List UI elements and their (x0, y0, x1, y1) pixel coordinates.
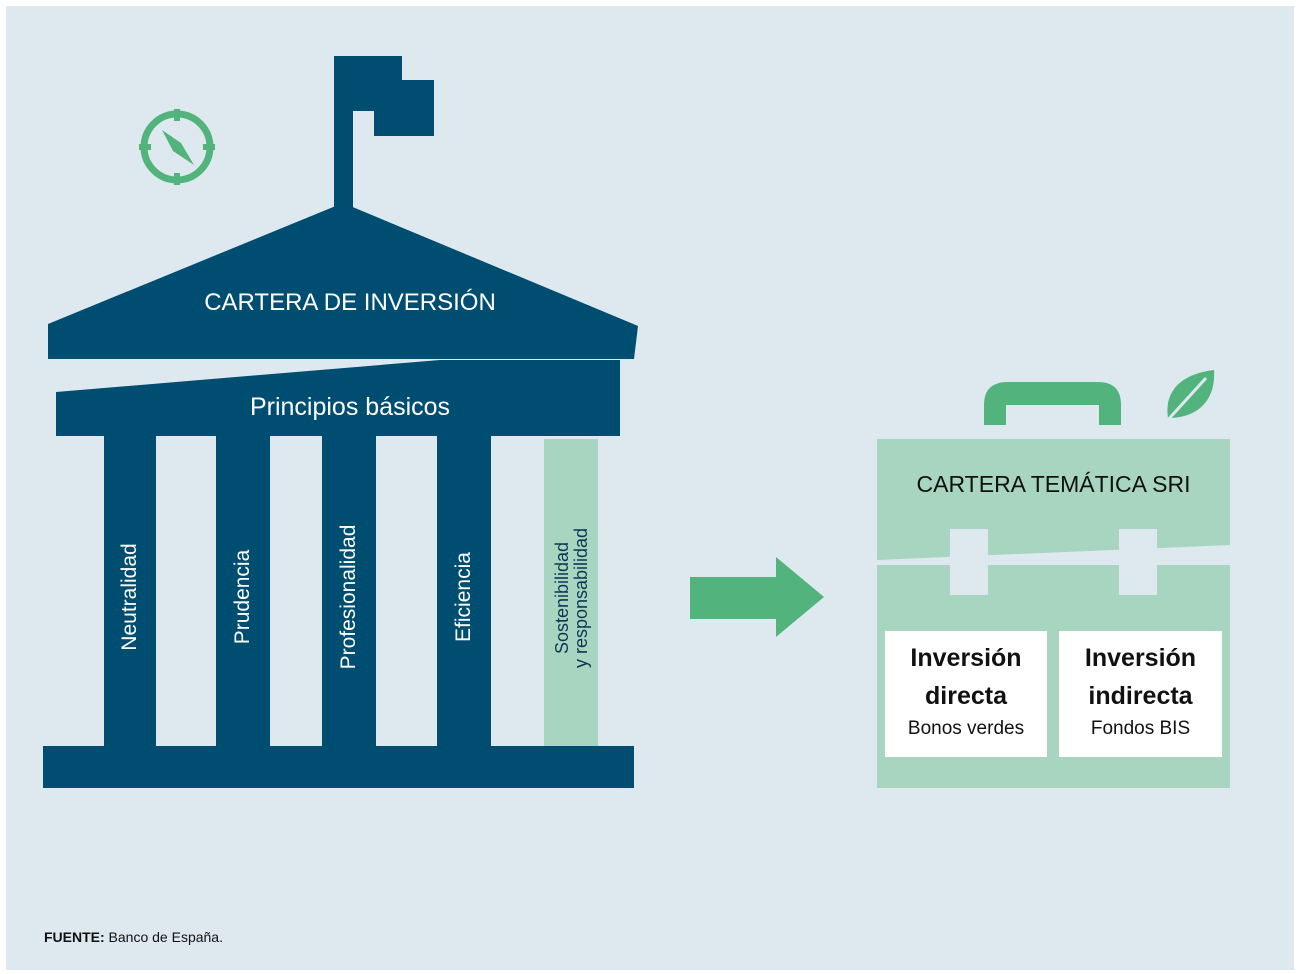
beam-label: Principios básicos (249, 393, 451, 421)
building-roof (48, 203, 638, 359)
pillar-sostenibilidad (544, 439, 598, 746)
building-beam (56, 360, 620, 436)
card-title: Inversión indirecta (1059, 639, 1222, 715)
roof-label: CARTERA DE INVERSIÓN (204, 289, 496, 316)
briefcase-title: CARTERA TEMÁTICA SRI (916, 471, 1191, 497)
source-note: FUENTE: Banco de España. (44, 929, 223, 945)
card-subtitle: Bonos verdes (907, 718, 1025, 739)
pillar-label-profesionalidad: Profesionalidad (337, 524, 360, 670)
briefcase-lid (877, 439, 1230, 560)
briefcase-clasp-left (950, 529, 988, 595)
card-inversion-indirecta: Inversión indirecta Fondos BIS (1059, 631, 1222, 757)
source-label: FUENTE: (44, 929, 105, 945)
briefcase-clasp-right (1119, 529, 1157, 595)
card-title-line2: directa (925, 682, 1007, 710)
pillar-neutralidad (104, 436, 156, 746)
building-base (43, 746, 634, 788)
card-title: Inversión directa (885, 639, 1047, 715)
card-subtitle: Fondos BIS (1090, 718, 1191, 739)
leaf-icon (1164, 370, 1215, 424)
flag-icon (334, 56, 434, 212)
pillar-label-sostenibilidad-line1: Sostenibilidad (552, 541, 572, 655)
briefcase-handle (984, 382, 1121, 425)
pillar-label-eficiencia: Eficiencia (452, 552, 475, 642)
card-title-line1: Inversión (1084, 644, 1197, 672)
card-title-line1: Inversión (910, 644, 1022, 672)
compass-icon (139, 109, 215, 185)
source-text: Banco de España. (104, 929, 223, 945)
pillar-label-neutralidad: Neutralidad (118, 543, 141, 651)
pillar-profesionalidad (322, 436, 376, 746)
card-inversion-directa: Inversión directa Bonos verdes (885, 631, 1047, 757)
card-title-line2: indirecta (1088, 682, 1193, 710)
pillar-label-prudencia: Prudencia (231, 549, 254, 645)
arrow-right-icon (690, 557, 824, 637)
pillar-label-sostenibilidad-line2: y responsabilidad (571, 527, 591, 669)
pillar-label-sostenibilidad: Sostenibilidad y responsabilidad (552, 527, 591, 669)
pillar-eficiencia (437, 436, 491, 746)
pillar-prudencia (216, 436, 270, 746)
